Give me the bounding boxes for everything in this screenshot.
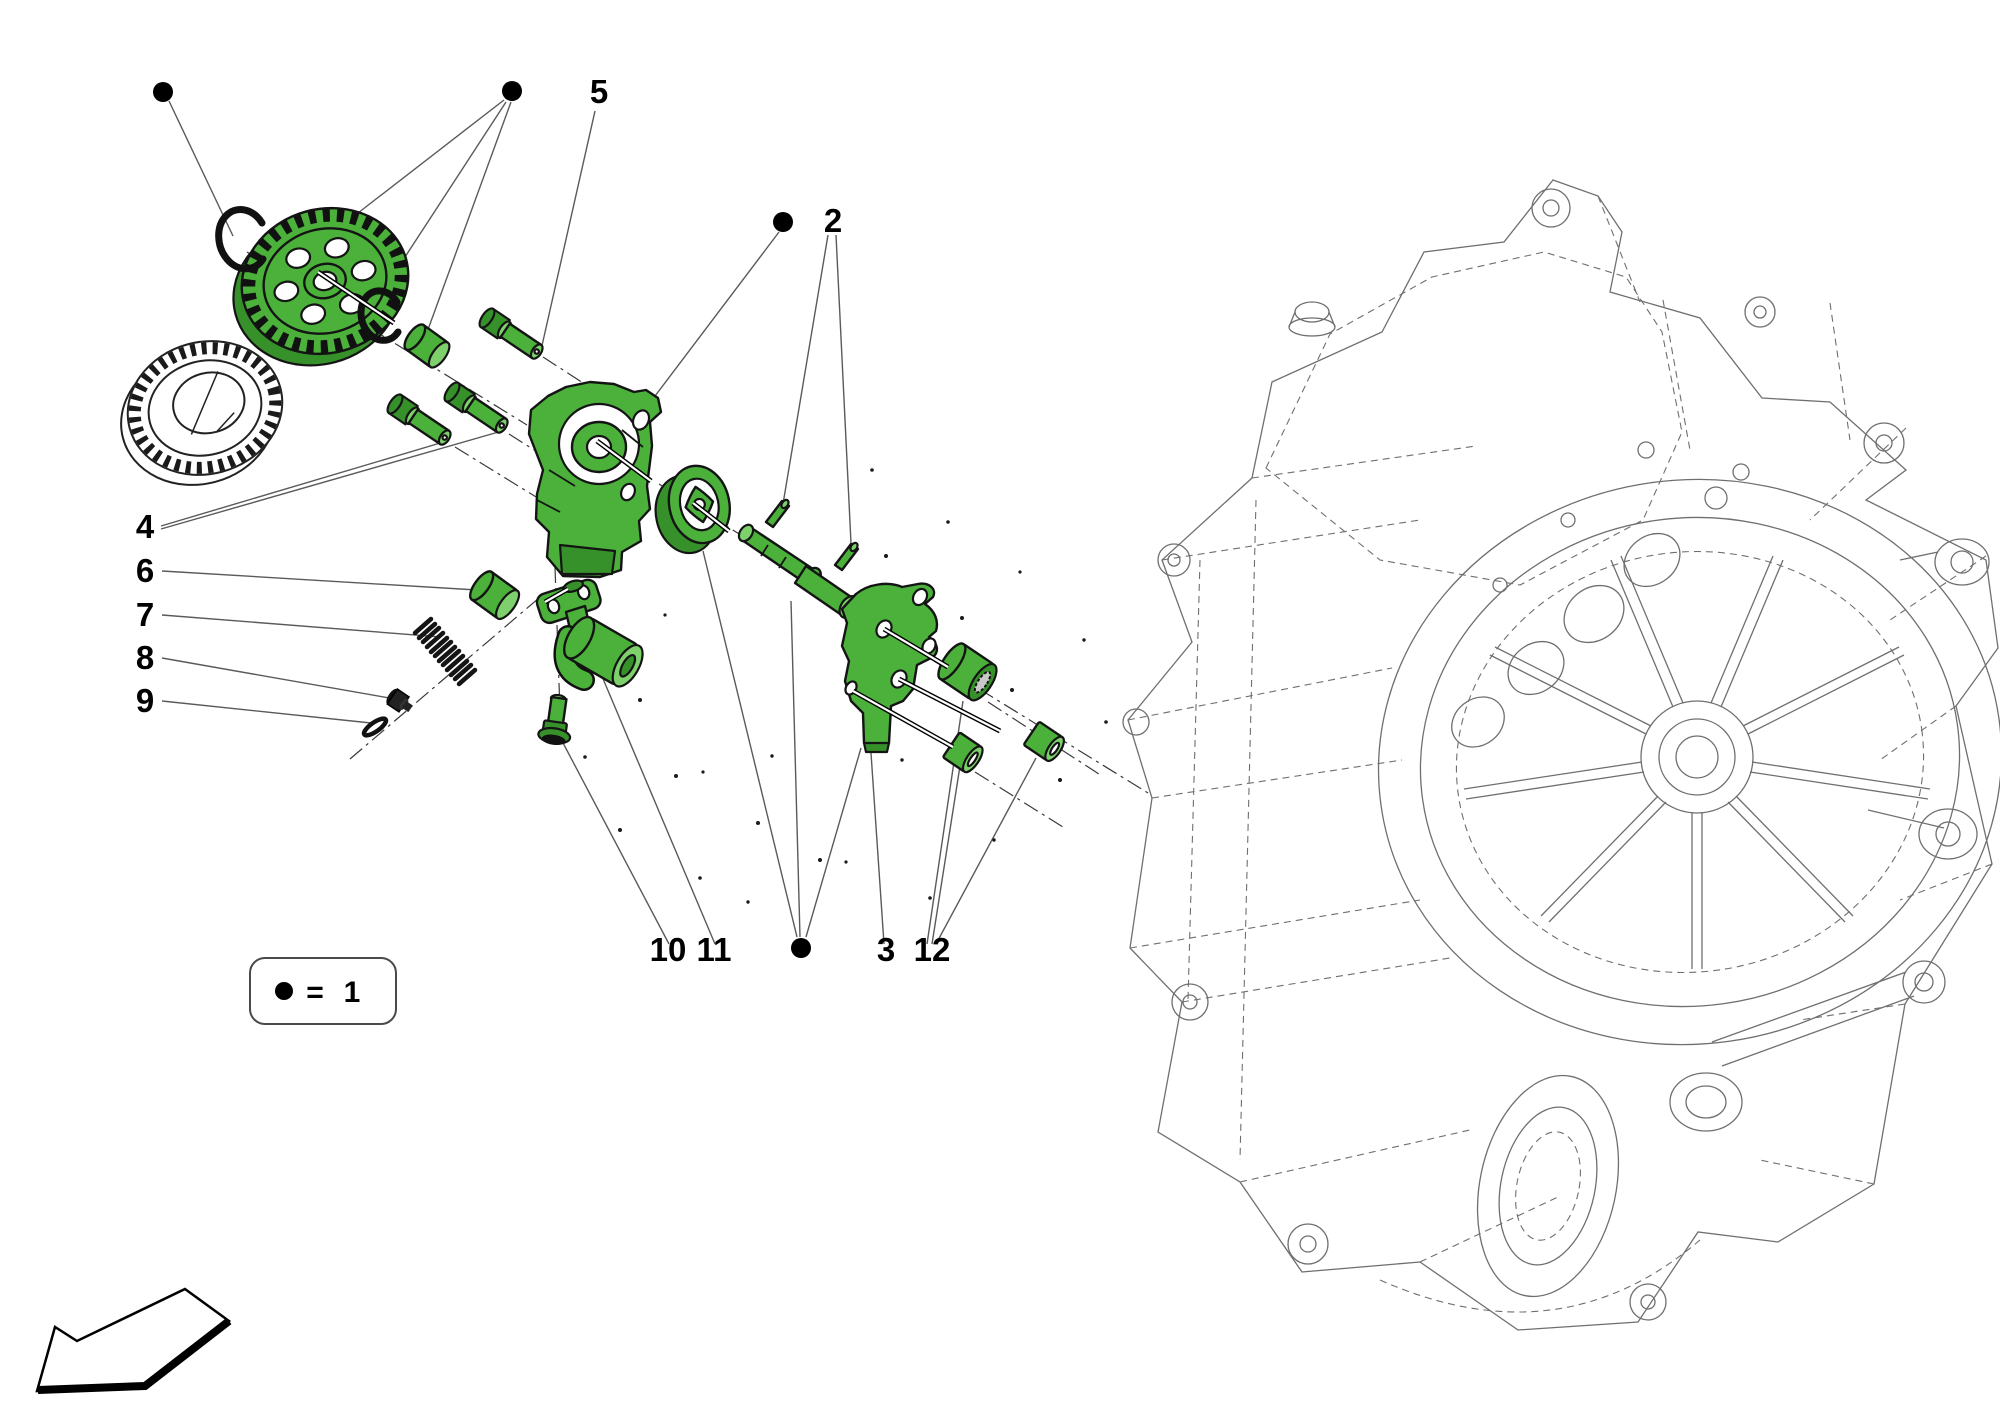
bolt-axis-needles <box>316 269 1002 750</box>
circlip-left <box>215 206 267 273</box>
callouts: 5 2 4 6 7 8 9 10 11 3 12 <box>136 73 951 968</box>
pump-cover-plate <box>840 582 939 754</box>
oil-pump-body <box>527 380 663 579</box>
bolt-5 <box>475 304 548 365</box>
legend-quantity: 1 <box>344 976 361 1009</box>
relief-valve-poppet <box>386 688 413 713</box>
speckle-dots <box>583 468 1108 904</box>
legend-equals: = <box>306 976 324 1009</box>
plug-bolt <box>537 693 572 745</box>
seal-washer <box>361 716 389 738</box>
dowel-pin-2 <box>833 541 860 572</box>
parts <box>120 206 1065 774</box>
gearbox-housing <box>1122 179 2000 1331</box>
relief-valve-spring <box>412 616 478 687</box>
quantity-bullet-4 <box>791 938 811 958</box>
callout-2: 2 <box>824 202 842 239</box>
leader-lines <box>160 99 1037 945</box>
callout-9: 9 <box>136 682 154 719</box>
pump-drive-gear <box>232 206 410 367</box>
idler-gear-outline <box>120 340 284 486</box>
relief-valve-spacer <box>468 570 521 621</box>
bushing-large <box>937 642 998 702</box>
bushing-small-1 <box>942 731 984 774</box>
callout-8: 8 <box>136 639 154 676</box>
callout-6: 6 <box>136 552 154 589</box>
callout-11: 11 <box>697 931 732 968</box>
callout-4: 4 <box>136 508 155 545</box>
quantity-bullet-2 <box>502 81 522 101</box>
callout-12: 12 <box>914 931 951 968</box>
callout-5: 5 <box>590 73 608 110</box>
callout-10: 10 <box>650 931 687 968</box>
circlip-right <box>357 287 402 344</box>
callout-7: 7 <box>136 596 154 633</box>
dowel-pin-1 <box>764 498 791 529</box>
legend-box: = 1 <box>249 957 397 1025</box>
oil-pickup-strainer <box>535 578 644 691</box>
bushing-small-2 <box>1023 721 1065 763</box>
direction-arrow-icon <box>35 1287 232 1394</box>
pump-rotor <box>654 464 731 555</box>
quantity-bullet-3 <box>773 212 793 232</box>
legend-bullet-icon <box>275 982 293 1000</box>
gear-spacer-bushing <box>403 323 451 369</box>
quantity-bullet-1 <box>153 82 173 102</box>
callout-3: 3 <box>877 931 895 968</box>
